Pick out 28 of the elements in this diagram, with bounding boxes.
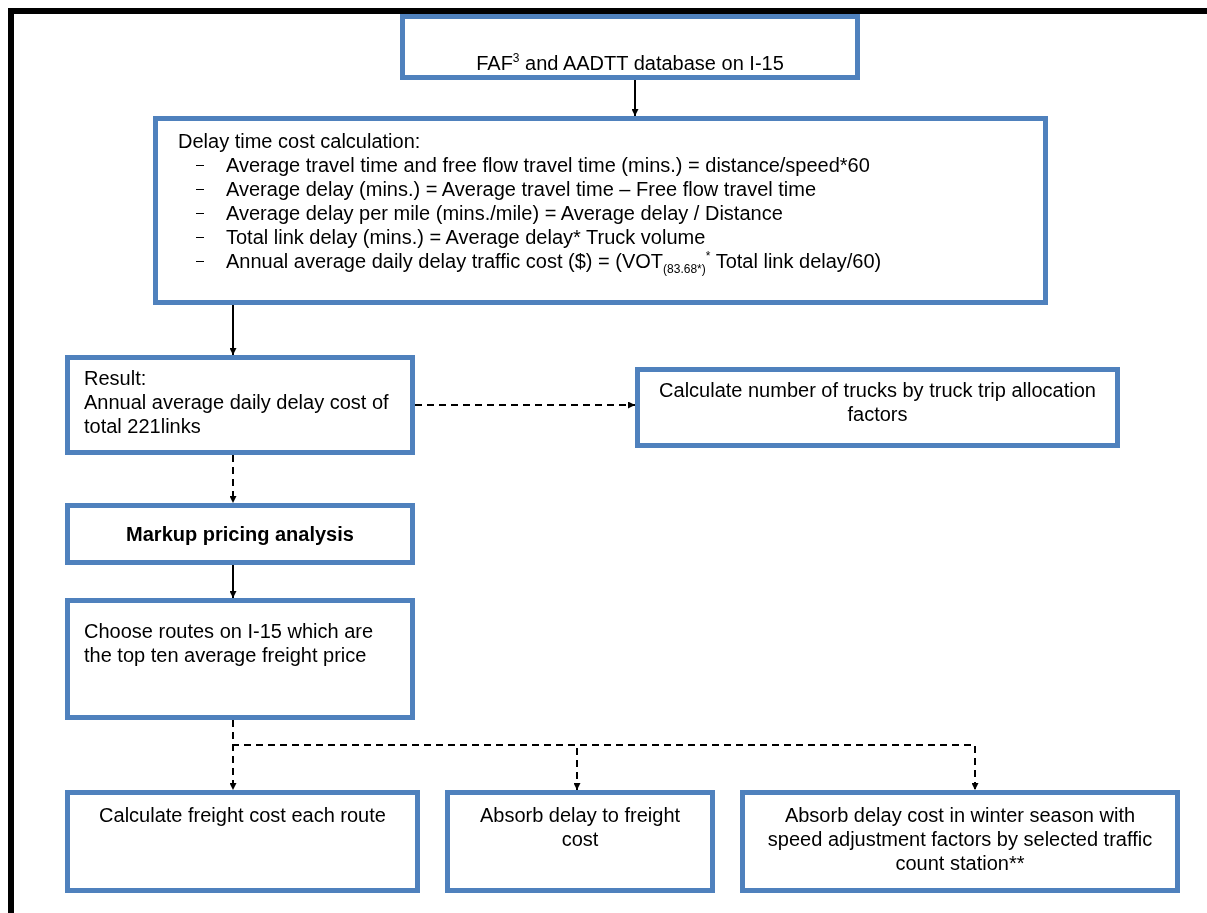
box-text: Absorb delay cost in winter season with speed adjustment factors by selected traffic count station**: [766, 803, 1154, 875]
arrow: [229, 454, 237, 504]
arrow: [631, 79, 639, 117]
formula-text: Average delay (mins.) = Average travel time – Free flow travel time: [226, 177, 817, 201]
formula-text: Total link delay (mins.) = Average delay* Truck volume: [226, 225, 706, 249]
box-text: Choose routes on I-15 which are the top ten average freight price: [84, 619, 375, 667]
process-box: [400, 14, 860, 80]
process-box: [65, 355, 415, 455]
formula-text: Average travel time and free flow travel time (mins.) = distance/speed*60: [226, 153, 870, 177]
box-text: Markup pricing analysis: [125, 522, 355, 546]
box-text: Calculate freight cost each route: [98, 803, 387, 827]
formula-text: Average delay per mile (mins./mile) = Average delay / Distance: [226, 201, 783, 225]
box-text: Calculate number of trucks by truck trip allocation factors: [658, 378, 1097, 426]
process-box: [445, 790, 715, 893]
process-box: [740, 790, 1180, 893]
process-box: [65, 790, 420, 893]
calculation-box: [153, 116, 1048, 305]
box-text: Absorb delay to freight cost: [478, 803, 682, 851]
process-box: [65, 503, 415, 565]
heading-text: Delay time cost calculation:: [178, 129, 422, 153]
arrow: [414, 401, 636, 409]
arrow: [229, 304, 237, 356]
process-box: [65, 598, 415, 720]
process-box: [635, 367, 1120, 448]
box-text: FAF$^{3}$ and AADTT database on I-15: [475, 51, 785, 75]
heading-text: Result:: [84, 366, 148, 390]
arrow: [229, 564, 237, 599]
box-text: Annual average daily delay cost of total 221links: [84, 390, 390, 438]
